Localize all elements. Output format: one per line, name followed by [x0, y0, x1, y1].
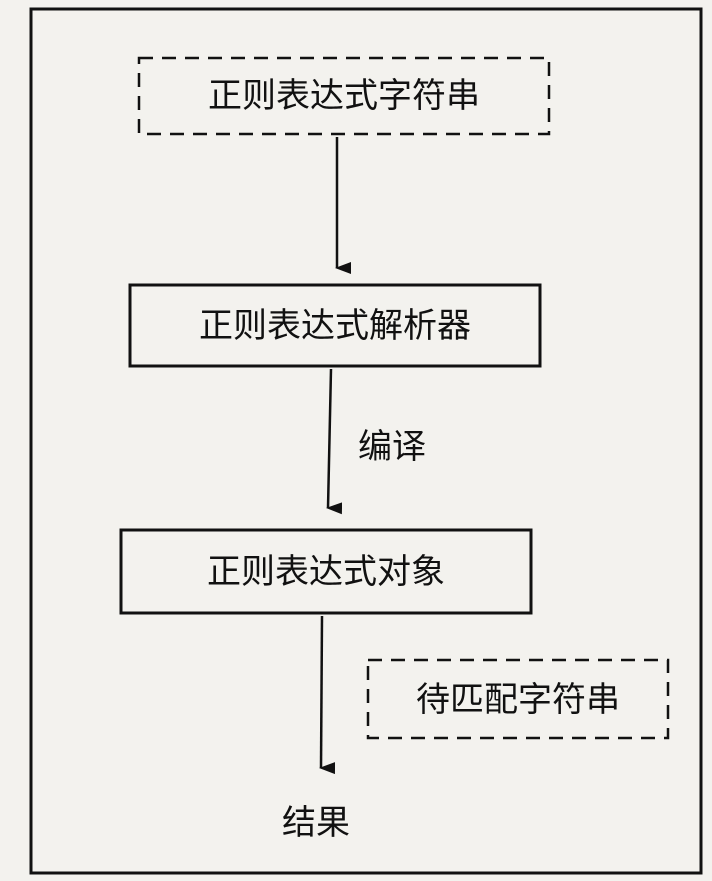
regex-string-label: 正则表达式字符串 [208, 76, 480, 116]
outer-frame [29, 7, 703, 875]
arrow-object-to-result [319, 615, 336, 775]
regex-parser-box [128, 283, 542, 368]
match-string-label: 待匹配字符串 [416, 680, 620, 720]
compile-label: 编译 [358, 427, 426, 467]
regex-string-box [137, 56, 551, 136]
match-string-box [366, 658, 670, 740]
regex-object-label: 正则表达式对象 [207, 552, 445, 592]
regex-object-box [119, 528, 533, 615]
result-label: 结果 [282, 803, 350, 843]
arrow-parser-to-object [326, 368, 343, 515]
regex-parser-label: 正则表达式解析器 [199, 306, 471, 346]
